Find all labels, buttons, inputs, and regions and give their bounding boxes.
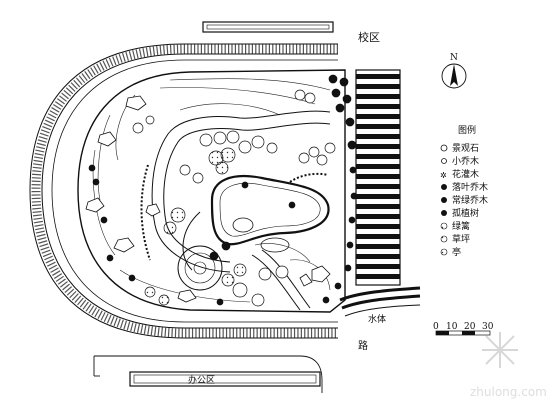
legend-item: ✲ 花灌木 [440, 168, 479, 180]
legend: 图例 景观石 小乔木 ✲ 花灌木 落叶乔木 常绿乔木 孤植树 绿篱 [440, 124, 488, 258]
legend-item: 亭 [440, 246, 461, 258]
legend-label: 孤植树 [452, 207, 479, 219]
legend-label: 景观石 [452, 143, 479, 154]
garden-boundary [77, 69, 346, 313]
scale-tick: 10 [446, 322, 458, 332]
legend-symbol [440, 222, 448, 230]
legend-symbol [440, 248, 448, 256]
legend-symbol [441, 210, 447, 216]
tree-clusters [88, 74, 358, 307]
legend-symbol [441, 184, 447, 190]
legend-symbol [440, 235, 448, 243]
office-label: 办公区 [188, 374, 215, 386]
legend-item: 常绿乔木 [441, 194, 488, 206]
legend-label: 亭 [452, 246, 461, 258]
legend-item: 景观石 [440, 143, 479, 154]
legend-title: 图例 [458, 124, 476, 136]
legend-item: 孤植树 [441, 207, 479, 219]
north-arrow-label: N [450, 53, 458, 63]
legend-symbol [441, 197, 447, 203]
stream-label: 水体 [368, 313, 386, 325]
scale-tick: 0 [433, 322, 439, 332]
top-building [202, 21, 334, 33]
scale-tick: 30 [482, 322, 494, 332]
legend-symbol [440, 144, 448, 152]
stream [339, 286, 421, 317]
legend-label: 落叶乔木 [452, 181, 488, 193]
road-label: 路 [358, 339, 368, 352]
landscape-rocks [85, 95, 331, 303]
bottom-road [93, 355, 323, 393]
pond [210, 174, 330, 253]
watermark: zhulong.com [470, 332, 547, 399]
watermark-logo-icon [482, 332, 518, 368]
boundary-wall [29, 43, 338, 339]
scale-bar: 0 10 20 30 [433, 322, 494, 336]
legend-item: 绿篱 [440, 220, 470, 232]
north-arrow: N [441, 53, 467, 89]
legend-item: 草坪 [440, 233, 470, 245]
legend-symbol [441, 158, 447, 164]
legend-label: 花灌木 [452, 168, 479, 180]
east-building [355, 69, 401, 286]
legend-label: 绿篱 [452, 220, 470, 232]
legend-label: 小乔木 [452, 155, 479, 167]
watermark-text: zhulong.com [470, 385, 547, 399]
legend-symbol: ✲ [440, 171, 447, 180]
campus-label: 校区 [358, 30, 380, 44]
scale-tick: 20 [464, 322, 476, 332]
legend-item: 小乔木 [441, 155, 479, 167]
circular-plaza [177, 245, 223, 291]
legend-label: 常绿乔木 [452, 194, 488, 206]
legend-item: 落叶乔木 [441, 181, 488, 193]
legend-label: 草坪 [452, 233, 470, 245]
